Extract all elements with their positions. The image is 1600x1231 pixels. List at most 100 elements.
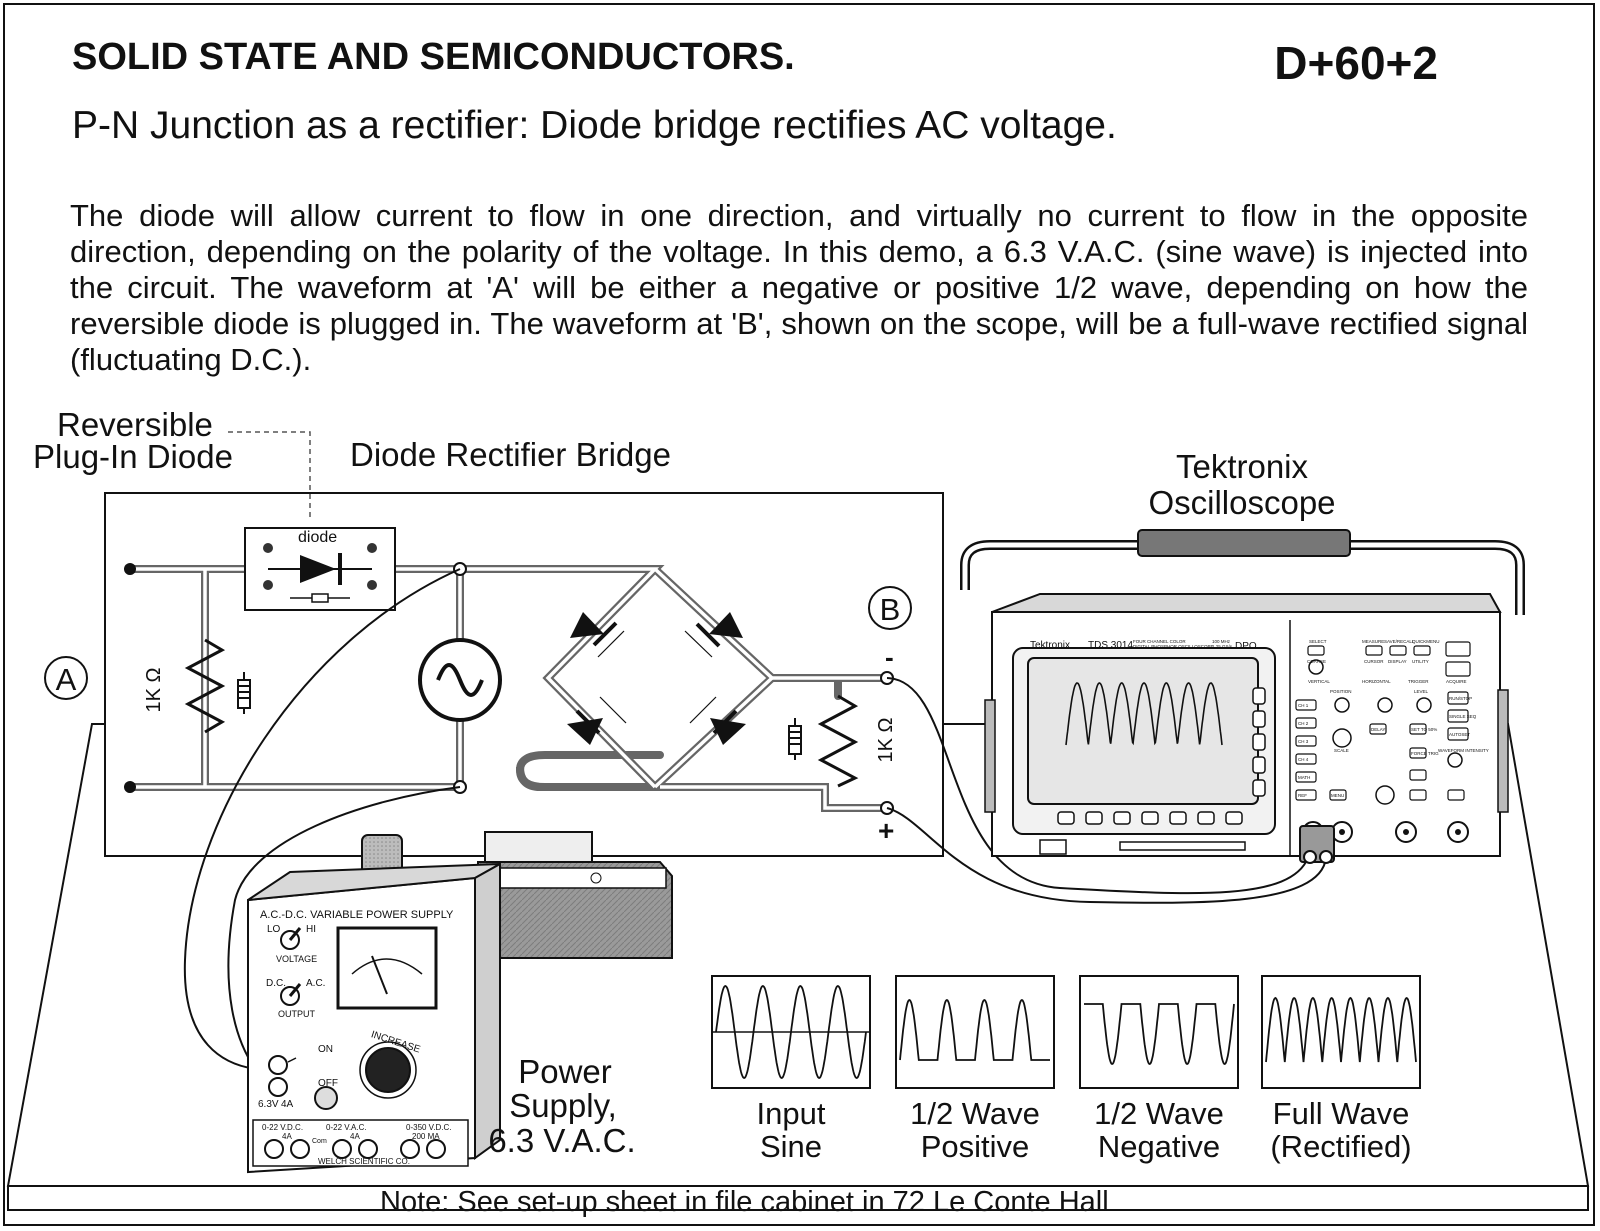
scope-btn-cursor: CURSOR — [1364, 659, 1384, 664]
scope-btn-autoset: AUTOSET — [1449, 732, 1470, 737]
minus-terminal-label: - — [885, 642, 894, 672]
plus-terminal-label: + — [878, 815, 894, 846]
waveform-trace-half-negative — [1084, 1003, 1235, 1065]
scope-btn-ref: REF — [1298, 793, 1307, 798]
scope-btn-force-trig: FORCE TRIG — [1411, 751, 1439, 756]
demo-code: D+60+2 — [1274, 37, 1438, 89]
waveform-trace-full — [1265, 996, 1417, 1063]
power-supply-unit — [247, 834, 501, 1174]
waveform-trace-half-positive — [899, 998, 1050, 1061]
scope-btn-display: DISPLAY — [1388, 659, 1407, 664]
bridge-diodes — [567, 612, 746, 745]
supply-hi-label: HI — [306, 924, 316, 935]
scope-model-desc2: DIGITAL PHOSPHOR OSCILLOSCOPE — [1133, 644, 1214, 649]
scope-btn-quickmenu: QUICKMENU — [1412, 639, 1440, 644]
point-a-label: A — [56, 662, 77, 697]
scope-btn-math: MATH — [1298, 775, 1310, 780]
power-supply-label-line3: 6.3 V.A.C. — [488, 1122, 635, 1159]
scope-btn-set-to-50: SET TO 50% — [1411, 727, 1437, 732]
ac-source-symbol — [418, 638, 502, 722]
supply-maker-label: WELCH SCIENTIFIC CO. — [318, 1157, 410, 1166]
scope-trace-full-wave — [1065, 682, 1223, 746]
page-subtitle: P-N Junction as a rectifier: Diode bridg… — [72, 104, 1117, 147]
waveform-caption-line1: 1/2 Wave — [1094, 1096, 1224, 1131]
supply-range3-amp: 200 MA — [412, 1132, 440, 1141]
waveform-panel-full — [1261, 975, 1421, 1089]
scope-btn-ch2: CH 2 — [1298, 721, 1309, 726]
supply-dc-label: D.C. — [266, 978, 286, 989]
page-title: SOLID STATE AND SEMICONDUCTORS. — [72, 36, 795, 78]
supply-range1-label: 0-22 V.D.C. — [262, 1123, 303, 1132]
scope-btn-single-seq: SINGLE SEQ — [1449, 714, 1477, 719]
waveform-panel-half-positive — [895, 975, 1055, 1089]
supply-63v-label: 6.3V — [258, 1099, 279, 1110]
patch-cables — [183, 568, 1327, 1089]
scope-spec2: 1.25 GS/s — [1212, 644, 1233, 649]
oscilloscope — [960, 529, 1525, 864]
point-b-label: B — [880, 592, 901, 627]
supply-range1-amp: 4A — [282, 1132, 292, 1141]
scope-btn-scale: SCALE — [1334, 748, 1349, 753]
bridge-small-resistors — [597, 630, 717, 724]
waveform-caption-line2: (Rectified) — [1270, 1129, 1411, 1164]
scope-btn-run-stop: RUN/STOP — [1449, 696, 1472, 701]
left-resistor-symbol — [184, 638, 226, 734]
scope-btn-ch4: CH 4 — [1298, 757, 1309, 762]
scope-btn-horizontal: HORIZONTAL — [1362, 679, 1391, 684]
reversible-label: Reversible — [57, 406, 213, 443]
right-resistor-label: 1K Ω — [875, 717, 897, 762]
left-resistor-component — [237, 672, 251, 714]
waveform-panel-half-negative — [1079, 975, 1239, 1089]
supply-title: A.C.-D.C. VARIABLE POWER SUPPLY — [260, 909, 454, 921]
left-resistor-label: 1K Ω — [143, 667, 165, 712]
scope-btn-delay: DELAY — [1371, 727, 1385, 732]
supply-voltage-label: VOLTAGE — [276, 954, 317, 964]
scope-spec1: 100 MHz — [1212, 639, 1231, 644]
supply-output-label: OUTPUT — [278, 1009, 316, 1019]
scope-brand: Tektronix — [1030, 640, 1070, 651]
scope-model: TDS 3014 — [1088, 640, 1133, 651]
waveform-caption-line1: 1/2 Wave — [910, 1096, 1040, 1131]
waveform-caption-line2: Negative — [1098, 1129, 1220, 1164]
supply-on-label: ON — [318, 1044, 333, 1055]
waveform-caption-line2: Sine — [760, 1129, 822, 1164]
scope-btn-ch3: CH 3 — [1298, 739, 1309, 744]
waveform-caption-line1: Input — [757, 1096, 826, 1131]
supply-range3-label: 0-350 V.D.C. — [406, 1123, 452, 1132]
power-supply-text: A.C.-D.C. VARIABLE POWER SUPPLY LO HI VO… — [258, 909, 454, 1166]
supply-off-label: OFF — [318, 1078, 338, 1089]
supply-range2-label: 0-22 V.A.C. — [326, 1123, 367, 1132]
supply-range2-amp: 4A — [350, 1132, 360, 1141]
scope-btn-position: POSITION — [1330, 689, 1352, 694]
diode-leader-line — [228, 431, 311, 520]
scope-btn-ch1: CH 1 — [1298, 703, 1309, 708]
point-b-marker — [868, 586, 912, 630]
scope-btn-utility: UTILITY — [1412, 659, 1429, 664]
supply-4a-label: 4A — [281, 1099, 294, 1110]
scope-btn-trigger: TRIGGER — [1408, 679, 1429, 684]
scope-btn-vertical: VERTICAL — [1308, 679, 1330, 684]
supply-lo-label: LO — [267, 924, 281, 935]
diode-module-label: diode — [298, 529, 337, 546]
scope-btn-measure: MEASURE — [1362, 639, 1384, 644]
power-supply-label-line1: Power — [518, 1053, 612, 1090]
plug-in-diode-label: Plug-In Diode — [33, 438, 233, 475]
scope-label-line2: Oscilloscope — [1148, 484, 1335, 521]
footer-note: Note: See set-up sheet in file cabinet i… — [380, 1186, 1109, 1218]
scope-label-line1: Tektronix — [1176, 448, 1309, 485]
scope-btn-acquire: ACQUIRE — [1446, 679, 1467, 684]
scope-btn-coarse: COARSE — [1307, 659, 1326, 664]
scope-btn-save-recall: SAVE/RECALL — [1384, 639, 1415, 644]
bridge-label: Diode Rectifier Bridge — [350, 436, 671, 473]
plug-in-diode-module — [244, 527, 396, 611]
power-supply-label-line2: Supply, — [509, 1087, 617, 1124]
scope-btn-waveform-intensity: WAVEFORM INTENSITY — [1438, 748, 1489, 753]
scope-btn-select: SELECT — [1309, 639, 1327, 644]
supply-ac-label: A.C. — [306, 978, 325, 989]
point-a-marker — [44, 656, 88, 700]
description-paragraph: The diode will allow current to flow in … — [70, 198, 1528, 377]
scope-model-desc1: FOUR CHANNEL COLOR — [1133, 639, 1186, 644]
scope-dpo: DPO — [1235, 641, 1257, 652]
